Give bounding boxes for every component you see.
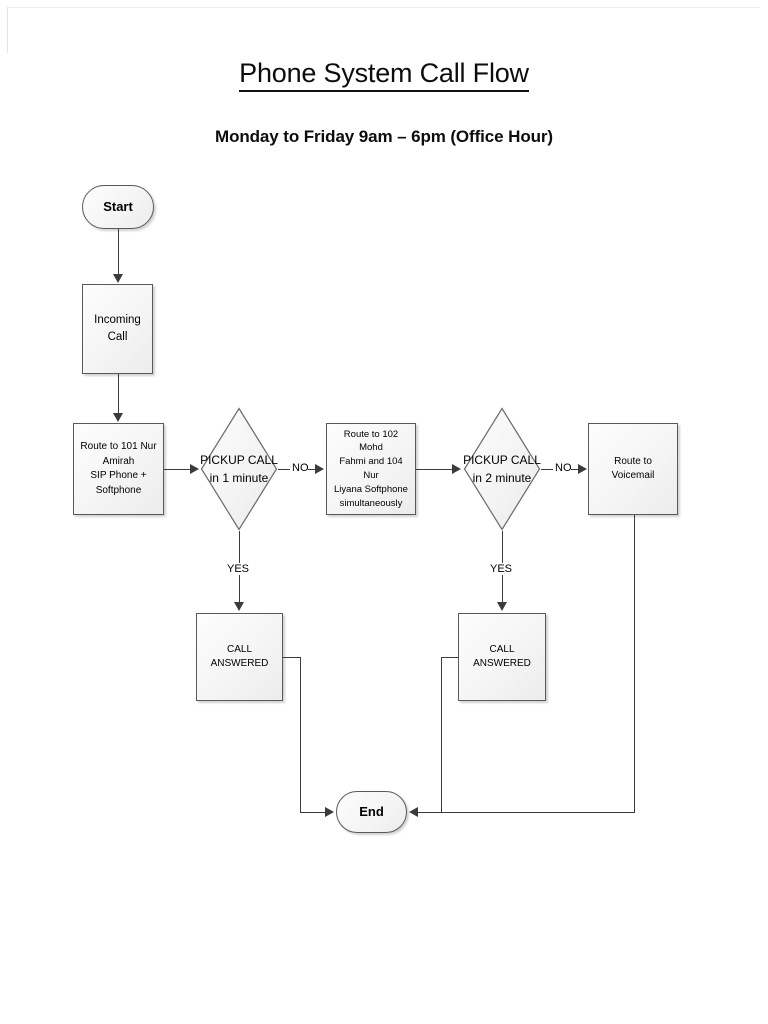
- page-title: Phone System Call Flow: [0, 58, 768, 92]
- page-subtitle: Monday to Friday 9am – 6pm (Office Hour): [215, 127, 553, 146]
- node-route-101-line-4: Softphone: [95, 484, 142, 496]
- node-call-answered-2-label: CALL ANSWERED: [473, 643, 531, 670]
- node-call-answered-2[interactable]: CALL ANSWERED: [458, 613, 546, 701]
- edge-answered-2-to-end-h1: [441, 657, 459, 658]
- node-incoming-call-label: Incoming Call: [94, 314, 141, 343]
- node-route-voicemail-label: Route to Voicemail: [611, 455, 655, 482]
- edge-route-101-to-pickup-1-arrow: [190, 464, 199, 474]
- diamond-shape-2: [463, 407, 541, 531]
- node-route-101[interactable]: Route to 101 Nur Amirah SIP Phone + Soft…: [73, 423, 164, 515]
- edge-answered-2-to-end-v: [441, 657, 442, 812]
- node-route-102-104-line-4: simultaneously: [339, 497, 403, 509]
- edge-pickup-2-no-arrow: [578, 464, 587, 474]
- edge-label-no-2: NO: [554, 462, 573, 474]
- node-pickup-call-2[interactable]: PICKUP CALL in 2 minute: [463, 407, 541, 531]
- edge-label-yes-2: YES: [489, 563, 514, 575]
- node-call-answered-1[interactable]: CALL ANSWERED: [196, 613, 283, 701]
- edge-incoming-call-to-route-101-arrow: [113, 413, 123, 422]
- node-route-101-line-2: Amirah: [102, 455, 135, 467]
- node-start[interactable]: Start: [82, 185, 154, 229]
- edge-pickup-1-no-arrow: [315, 464, 324, 474]
- page-title-text: Phone System Call Flow: [239, 58, 529, 92]
- edge-route-101-to-pickup-1: [164, 469, 191, 470]
- edge-answered-1-to-end-arrow: [325, 807, 334, 817]
- node-route-101-line-1: Route to 101 Nur: [80, 441, 157, 452]
- node-end[interactable]: End: [336, 791, 407, 833]
- node-route-voicemail[interactable]: Route to Voicemail: [588, 423, 678, 515]
- node-start-label: Start: [103, 198, 133, 214]
- edge-pickup-1-no-line-b: [308, 469, 316, 470]
- node-route-102-104-line-1: Route to 102 Mohd: [343, 428, 399, 454]
- edge-answered-1-to-end-h2: [300, 812, 326, 813]
- edge-start-to-incoming-call: [118, 229, 119, 275]
- edge-answered-1-to-end-v: [300, 657, 301, 812]
- diamond-shape-1: [200, 407, 278, 531]
- edge-pickup-1-yes-arrow: [234, 602, 244, 611]
- edge-pickup-2-no-line-b: [571, 469, 579, 470]
- node-pickup-call-1[interactable]: PICKUP CALL in 1 minute: [200, 407, 278, 531]
- edge-answered-1-to-end-h1: [283, 657, 301, 658]
- node-call-answered-1-label: CALL ANSWERED: [210, 643, 269, 670]
- node-route-101-line-3: SIP Phone +: [90, 470, 147, 481]
- edge-start-to-incoming-call-arrow: [113, 274, 123, 283]
- edge-incoming-call-to-route-101: [118, 374, 119, 414]
- node-route-102-104-line-3: Liyana Softphone: [334, 483, 408, 495]
- edge-label-yes-1: YES: [226, 563, 251, 575]
- node-route-102-104[interactable]: Route to 102 Mohd Fahmi and 104 Nur Liya…: [326, 423, 416, 515]
- edge-voicemail-to-end-h: [418, 812, 635, 813]
- edge-pickup-1-no-line-a: [278, 469, 290, 470]
- node-incoming-call[interactable]: Incoming Call: [82, 284, 153, 374]
- node-end-label: End: [359, 803, 384, 819]
- edge-answered-2-to-end-arrow: [409, 807, 418, 817]
- page-edge-left: [7, 7, 8, 53]
- node-route-102-104-line-2: Fahmi and 104 Nur: [339, 456, 403, 481]
- page-edge-top: [8, 7, 760, 8]
- edge-pickup-2-no-line-a: [541, 469, 553, 470]
- edge-route-102-to-pickup-2: [416, 469, 453, 470]
- edge-pickup-2-yes-arrow: [497, 602, 507, 611]
- edge-voicemail-to-end-v: [634, 515, 635, 812]
- edge-route-102-to-pickup-2-arrow: [452, 464, 461, 474]
- edge-label-no-1: NO: [291, 462, 310, 474]
